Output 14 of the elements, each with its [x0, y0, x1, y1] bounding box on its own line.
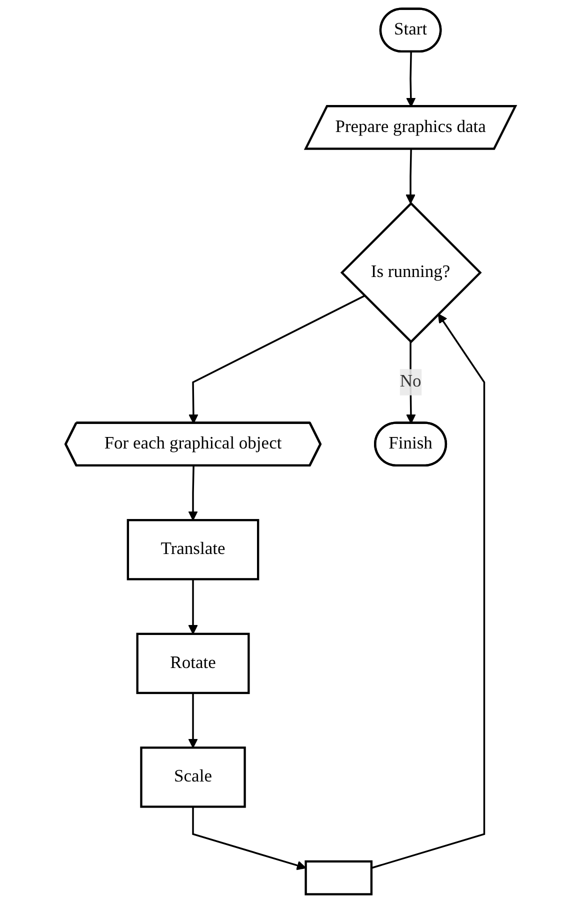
arrow	[406, 52, 416, 108]
arrow	[188, 579, 198, 634]
edge-label: No	[400, 372, 422, 392]
arrow	[406, 149, 416, 204]
arrow	[371, 314, 486, 869]
arrow	[192, 806, 306, 870]
node-box: Scale	[140, 746, 246, 808]
node-box: Translate	[126, 519, 260, 580]
arrow	[188, 295, 365, 424]
node-box: Rotate	[136, 632, 250, 694]
arrow	[188, 692, 198, 748]
arrow	[188, 466, 198, 521]
node-box	[304, 860, 373, 896]
node-diamond: Is running?	[340, 202, 482, 344]
